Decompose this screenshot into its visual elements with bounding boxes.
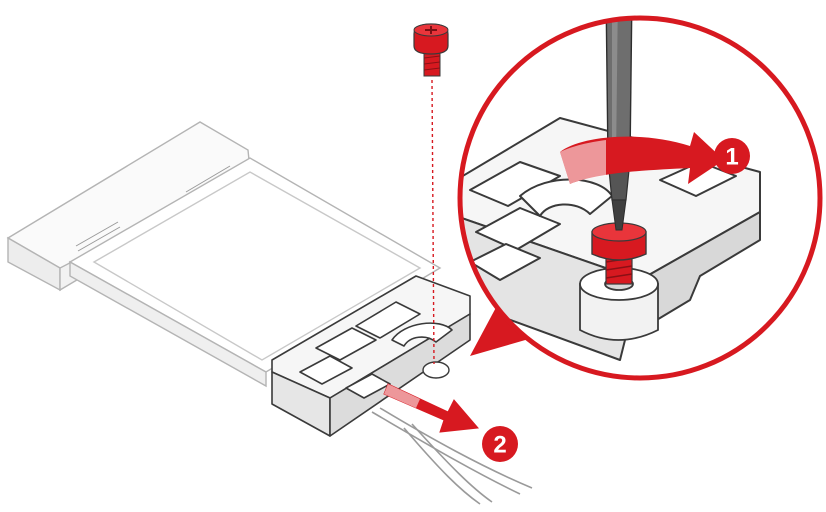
screw-icon (413, 23, 449, 77)
step-2-badge: 2 (482, 426, 518, 462)
screw-guide-line (431, 79, 435, 365)
zoomed-screw (591, 222, 647, 285)
step-1-number: 1 (725, 144, 738, 171)
screw-hole (422, 361, 450, 379)
straight-arrow-icon (383, 383, 479, 433)
step-1-badge: 1 (714, 138, 750, 174)
step-2-number: 2 (493, 432, 506, 459)
antenna-cables (371, 407, 533, 505)
magnifier-callout-icon (457, 15, 823, 381)
card-bracket (271, 275, 471, 437)
curved-arrow-icon (560, 132, 724, 184)
